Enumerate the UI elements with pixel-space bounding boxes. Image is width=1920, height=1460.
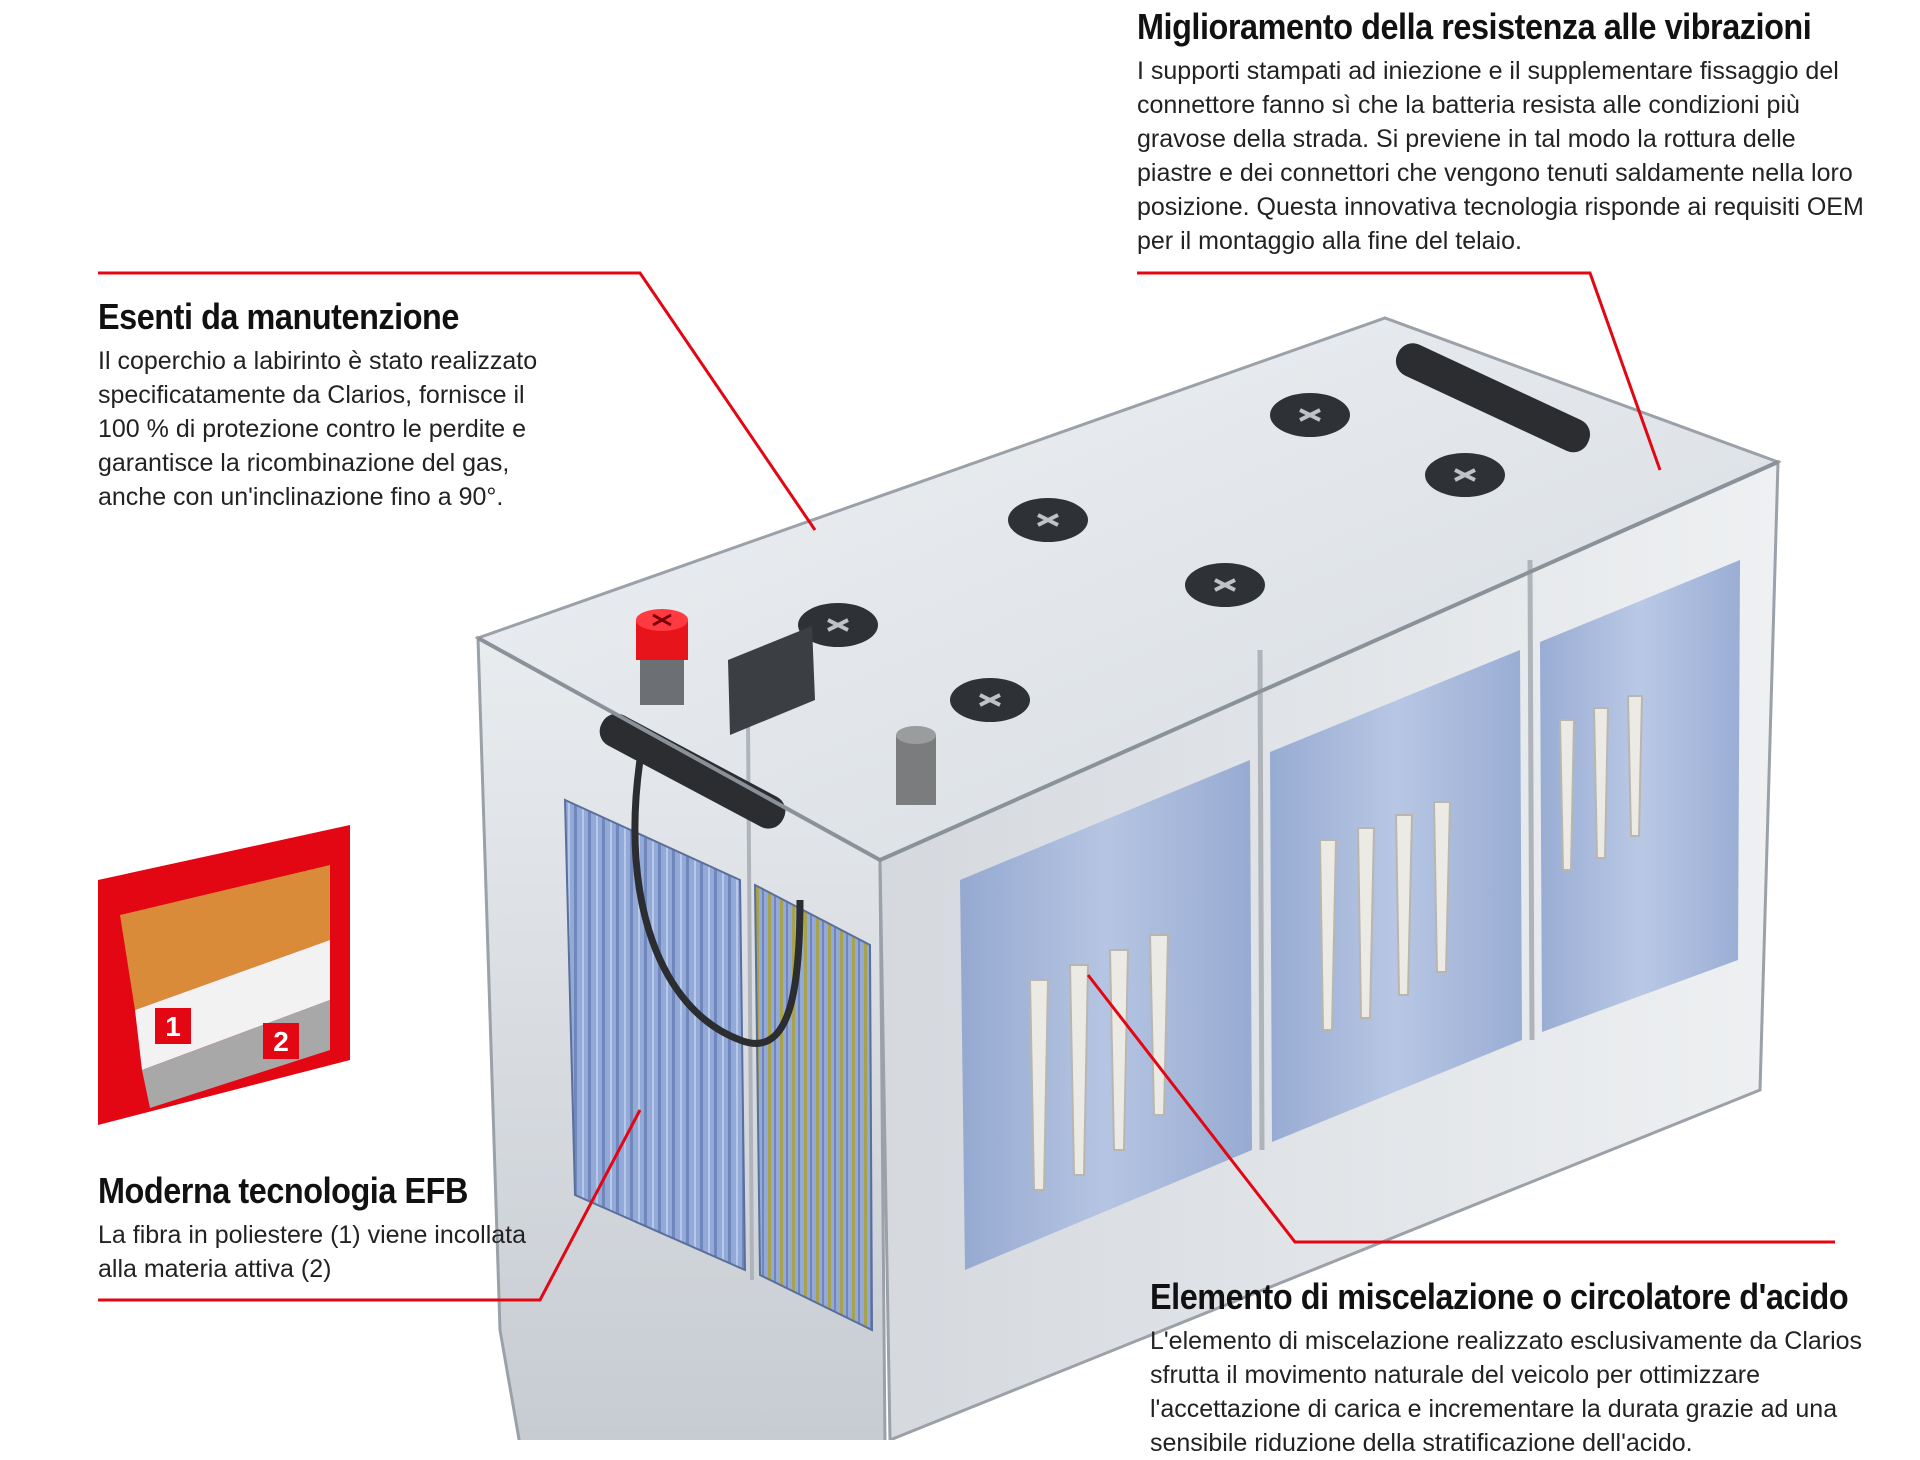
lid-label-panel: [728, 626, 815, 735]
inset-label-2: 2: [273, 1026, 289, 1057]
leader-vibration: [1137, 271, 1662, 471]
mixing-elements: [1028, 695, 1644, 1191]
vent-caps: [798, 393, 1505, 722]
battery-case: [474, 316, 1782, 1440]
inset-label-1-box: [155, 1008, 191, 1044]
cell-plates-front-left: [563, 798, 747, 1272]
cell-plates-front-right: [753, 883, 874, 1332]
callout-vibration: Miglioramento della resistenza alle vibr…: [1137, 6, 1867, 258]
callout-efb: Moderna tecnologia EFB La fibra in polie…: [98, 1170, 538, 1286]
cell-wall: [1257, 649, 1265, 1151]
callout-mixing-title: Elemento di miscelazione o circolatore d…: [1150, 1276, 1849, 1317]
handle-left: [599, 713, 786, 829]
leader-lines: [98, 271, 1835, 1302]
inset-label-1: 1: [165, 1011, 181, 1042]
callout-maintenance: Esenti da manutenzione Il coperchio a la…: [98, 296, 568, 514]
callout-vibration-body: I supporti stampati ad iniezione e il su…: [1137, 57, 1864, 255]
cell-wall: [1527, 559, 1535, 1041]
callout-vibration-title: Miglioramento della resistenza alle vibr…: [1137, 6, 1812, 47]
callout-maintenance-title: Esenti da manutenzione: [98, 296, 459, 337]
inset-label-2-box: [263, 1023, 299, 1059]
leader-mixing: [1086, 974, 1835, 1244]
connector-cable: [631, 759, 804, 1047]
callout-maintenance-body: Il coperchio a labirinto è stato realizz…: [98, 347, 538, 511]
callout-efb-title: Moderna tecnologia EFB: [98, 1170, 468, 1211]
handle-right: [1395, 343, 1591, 453]
positive-terminal: [636, 609, 688, 705]
leader-maintenance: [98, 271, 817, 531]
leader-efb: [98, 1109, 642, 1302]
callout-mixing: Elemento di miscelazione o circolatore d…: [1150, 1276, 1890, 1460]
efb-inset: 1 2: [98, 825, 350, 1125]
negative-terminal: [896, 726, 936, 805]
callout-efb-body: La fibra in poliestere (1) viene incolla…: [98, 1221, 527, 1283]
inset-fiber-layer: [120, 865, 330, 1010]
lid-rim: [477, 460, 1779, 863]
